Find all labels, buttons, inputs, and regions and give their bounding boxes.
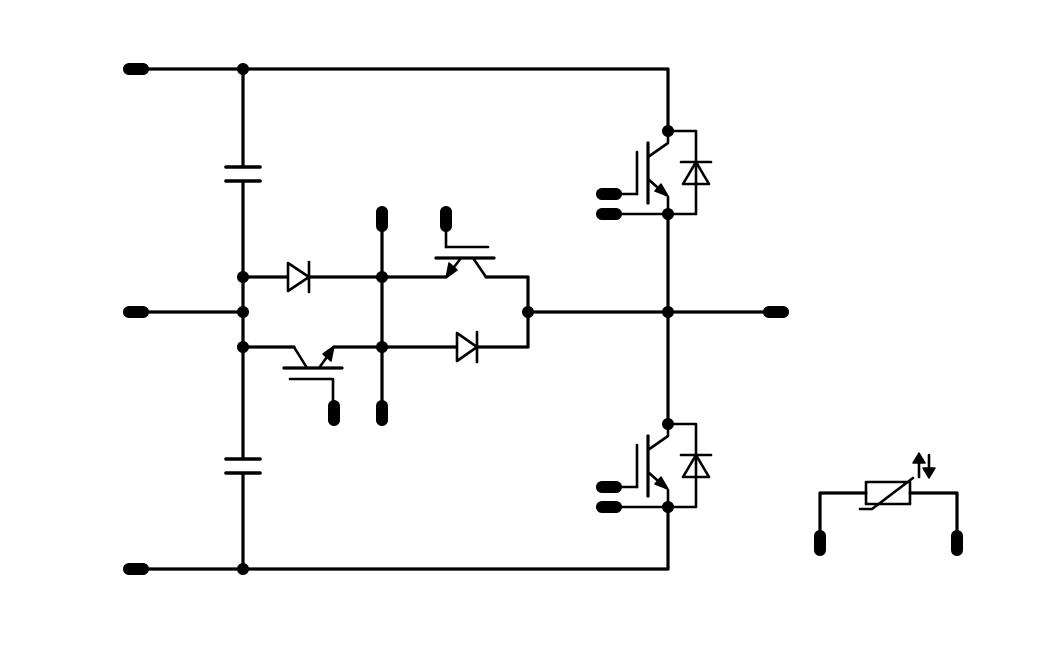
- junction-dot: [376, 271, 388, 283]
- junction-dot: [237, 306, 249, 318]
- emitter-sense-high-side-terminal: [596, 208, 622, 220]
- freewheel-diode-low-side: [666, 422, 713, 509]
- dc-bus-capacitor-upper: [224, 165, 262, 183]
- aux-neutral-top-terminal: [376, 206, 388, 232]
- junction-dot: [237, 63, 249, 75]
- ac-output-terminal: [763, 306, 789, 318]
- freewheel-diode-high-side: [666, 129, 713, 216]
- terminals: [123, 63, 963, 575]
- igbt-low-side: [606, 422, 670, 509]
- igbt-high-side: [606, 129, 670, 216]
- dc-plus-terminal: [123, 63, 149, 75]
- junction-dot: [662, 418, 674, 430]
- junction-dot: [662, 306, 674, 318]
- neutral-point-diode-b: [455, 330, 479, 364]
- gate-neutral-a-terminal: [440, 206, 452, 232]
- junction-dot: [237, 271, 249, 283]
- neutral-point-terminal: [123, 306, 149, 318]
- ntc-pin-1-terminal: [814, 530, 826, 556]
- gate-low-side-terminal: [596, 481, 622, 493]
- junction-dot: [662, 125, 674, 137]
- junction-dot: [376, 341, 388, 353]
- ntc-pin-2-terminal: [951, 530, 963, 556]
- emitter-sense-low-side-terminal: [596, 501, 622, 513]
- junction-dots: [237, 63, 674, 575]
- neutral-point-diode-a: [286, 260, 311, 294]
- upper-branch-right: [484, 275, 530, 349]
- ntc-thermistor: [818, 452, 959, 544]
- junction-dot: [662, 208, 674, 220]
- aux-neutral-bottom-terminal: [376, 400, 388, 426]
- dc-minus-rail: [134, 505, 670, 571]
- gate-high-side-terminal: [596, 188, 622, 200]
- wires: [134, 67, 778, 571]
- junction-dot: [522, 306, 534, 318]
- dc-minus-terminal: [123, 563, 149, 575]
- dc-plus-rail: [134, 67, 670, 133]
- gate-neutral-b-terminal: [328, 400, 340, 426]
- junction-dot: [237, 341, 249, 353]
- junction-dot: [237, 563, 249, 575]
- junction-dot: [662, 501, 674, 513]
- dc-bus-capacitor-lower: [224, 457, 262, 475]
